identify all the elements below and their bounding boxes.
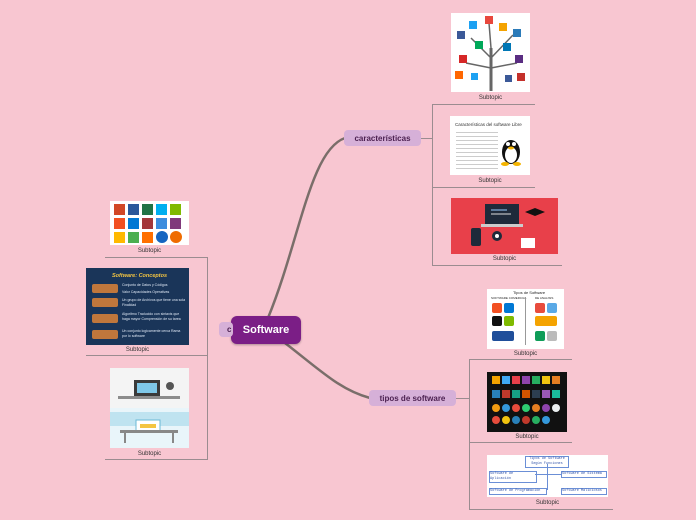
concept-item-1: Conjunto de Datos y Códigos [122, 283, 168, 287]
social-tree-image[interactable] [451, 13, 530, 92]
types-col2: DE ANALISIS [535, 296, 554, 300]
concept-item-3: Un grupo de Archivos que tiene una sola … [122, 298, 186, 307]
topic-caracteristicas-label: características [354, 133, 411, 143]
tux-icon [501, 140, 521, 166]
subtopic-label: Subtopic [535, 500, 560, 506]
linux-image-title: Características del software Libre [455, 122, 522, 127]
office-icons-image[interactable] [110, 201, 189, 245]
subtopic-label: Subtopic [478, 178, 502, 184]
concepts-title: Software: Conceptos [112, 273, 168, 279]
subtopic-label: Subtopic [513, 351, 538, 357]
left-topic-label: c [227, 325, 232, 334]
software-types-image[interactable]: Tipos de Software SOFTWARE COMERCIAL DE … [487, 289, 564, 349]
workspace-image[interactable] [110, 368, 189, 448]
diagram-node-programacion: Software de Programación [489, 488, 547, 495]
concept-item-4: Algoritmo Traducido con sintaxis que hag… [122, 312, 181, 321]
devices-icon [471, 204, 545, 248]
linux-software-image[interactable]: Características del software Libre [450, 116, 530, 175]
central-topic[interactable]: Software [231, 316, 301, 344]
diagram-node-aplicacion: Software de Aplicación [489, 471, 537, 483]
central-topic-label: Software [242, 324, 290, 336]
concept-item-5: Un conjunto logicamente cerca Rama por l… [122, 329, 181, 338]
topic-caracteristicas[interactable]: características [344, 130, 421, 146]
subtopic-label: Subtopic [492, 256, 517, 262]
concept-item-2: Valor Capacidades Operativas [122, 290, 170, 294]
types-image-title: Tipos de Software [513, 290, 546, 295]
software-concepts-image[interactable]: Software: Conceptos Conjunto de Datos y … [86, 268, 189, 345]
left-topic[interactable]: c [219, 322, 233, 337]
subtopic-label: Subtopic [137, 248, 162, 254]
types-col1: SOFTWARE COMERCIAL [491, 296, 527, 300]
tree-icon [455, 16, 525, 91]
diagram-node-maliciosos: Software Maliciosos [561, 488, 607, 495]
office-icons-grid [114, 204, 182, 243]
subtopic-label: Subtopic [125, 347, 150, 353]
app-icons-image[interactable] [487, 372, 567, 432]
subtopic-label: Subtopic [515, 434, 539, 440]
topic-tipos-de-software[interactable]: tipos de software [369, 390, 456, 406]
app-icons-grid [492, 376, 560, 424]
topic-tipos-label: tipos de software [379, 393, 446, 403]
diagram-node-sistema: Software de Sistema [561, 471, 607, 478]
software-classification-image[interactable]: Tipos de Software Según Funciones Softwa… [487, 455, 608, 497]
subtopic-label: Subtopic [137, 451, 162, 457]
subtopic-label: Subtopic [478, 95, 503, 101]
workspace-illustration [110, 368, 189, 448]
devices-image[interactable] [451, 198, 558, 254]
